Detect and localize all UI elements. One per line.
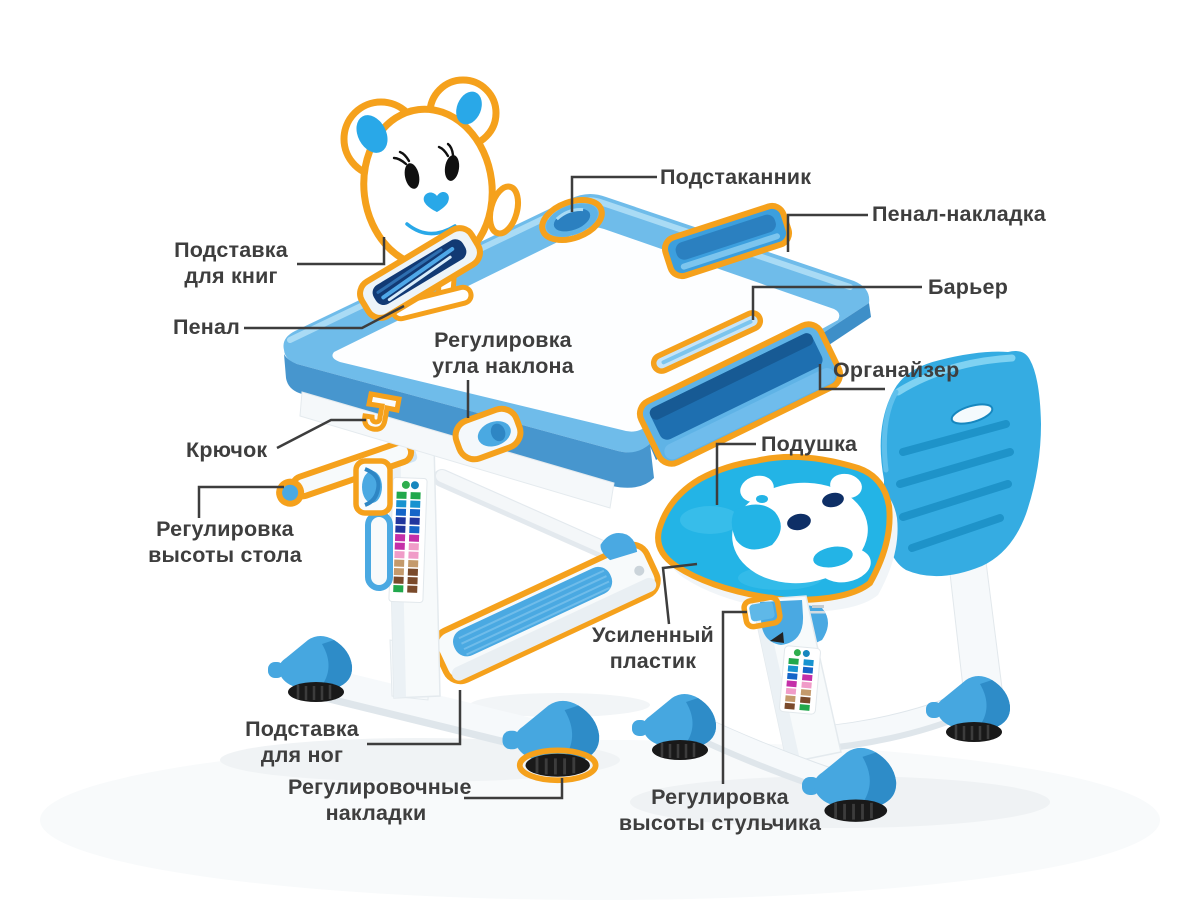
callout-connectors xyxy=(197,175,922,800)
connector-pencil-overlay xyxy=(786,213,868,252)
label-reinforced-plastic: Усиленный пластик xyxy=(592,623,714,674)
tilt-knob xyxy=(452,405,524,463)
chair-leg xyxy=(751,595,842,764)
height-gauge-window xyxy=(353,458,393,516)
cup-holder xyxy=(539,197,605,243)
chair-height-lever xyxy=(741,594,783,630)
label-hook: Крючок xyxy=(186,438,268,462)
label-organizer: Органайзер xyxy=(833,358,960,382)
connector-chair-height xyxy=(721,610,747,784)
connector-hook xyxy=(276,418,366,450)
label-cushion: Подушка xyxy=(761,432,858,456)
desk-front-foot xyxy=(502,700,600,784)
chair-front-foot xyxy=(802,747,897,822)
desk-height-scale xyxy=(388,477,428,603)
cushion-bear-print xyxy=(731,473,871,584)
connector-barrier xyxy=(751,285,922,320)
label-chair-height: Регулировка высоты стульчика xyxy=(618,785,822,836)
connector-adjustment-pads xyxy=(464,778,564,800)
pencil-case-slot xyxy=(357,225,483,321)
bear-ear-inner xyxy=(356,115,388,153)
chair-backrest xyxy=(880,351,1041,577)
chair-height-scale xyxy=(779,645,821,715)
connector-reinforced xyxy=(661,562,698,625)
organizer-tray xyxy=(636,321,844,467)
adjustment-pad-highlight xyxy=(516,747,599,784)
desk-leg xyxy=(365,431,441,699)
chair-left-foot xyxy=(632,694,717,760)
label-pencil-overlay: Пенал-накладка xyxy=(872,202,1046,226)
bear-face xyxy=(392,142,460,236)
bear-paw xyxy=(486,183,522,237)
connector-pencil-case xyxy=(244,304,405,330)
chair-rear-foot xyxy=(926,676,1011,742)
label-adjustment-pads: Регулировочные накладки xyxy=(288,775,472,826)
connector-organizer xyxy=(818,364,885,391)
label-book-stand: Подставка для книг xyxy=(174,238,288,289)
label-footrest: Подставка для ног xyxy=(245,717,359,768)
seat-cushion xyxy=(655,453,893,604)
pencil-overlay-tray xyxy=(661,202,793,280)
connector-book-stand xyxy=(297,237,386,266)
connector-desk-height xyxy=(197,485,284,518)
footrest xyxy=(432,533,661,685)
leg-grip xyxy=(365,511,393,591)
label-desk-height: Регулировка высоты стола xyxy=(148,517,302,568)
label-barrier: Барьер xyxy=(928,275,1009,299)
desk-rear-foot xyxy=(268,636,353,702)
barrier-strip xyxy=(650,310,764,374)
bag-hook xyxy=(362,391,402,432)
connector-cup-holder xyxy=(570,175,657,212)
label-tilt-adjustment: Регулировка угла наклона xyxy=(432,328,574,379)
connector-cushion xyxy=(715,442,756,505)
connector-footrest xyxy=(367,690,462,746)
label-pencil-case: Пенал xyxy=(173,315,241,339)
label-cup-holder: Подстаканник xyxy=(660,165,812,189)
